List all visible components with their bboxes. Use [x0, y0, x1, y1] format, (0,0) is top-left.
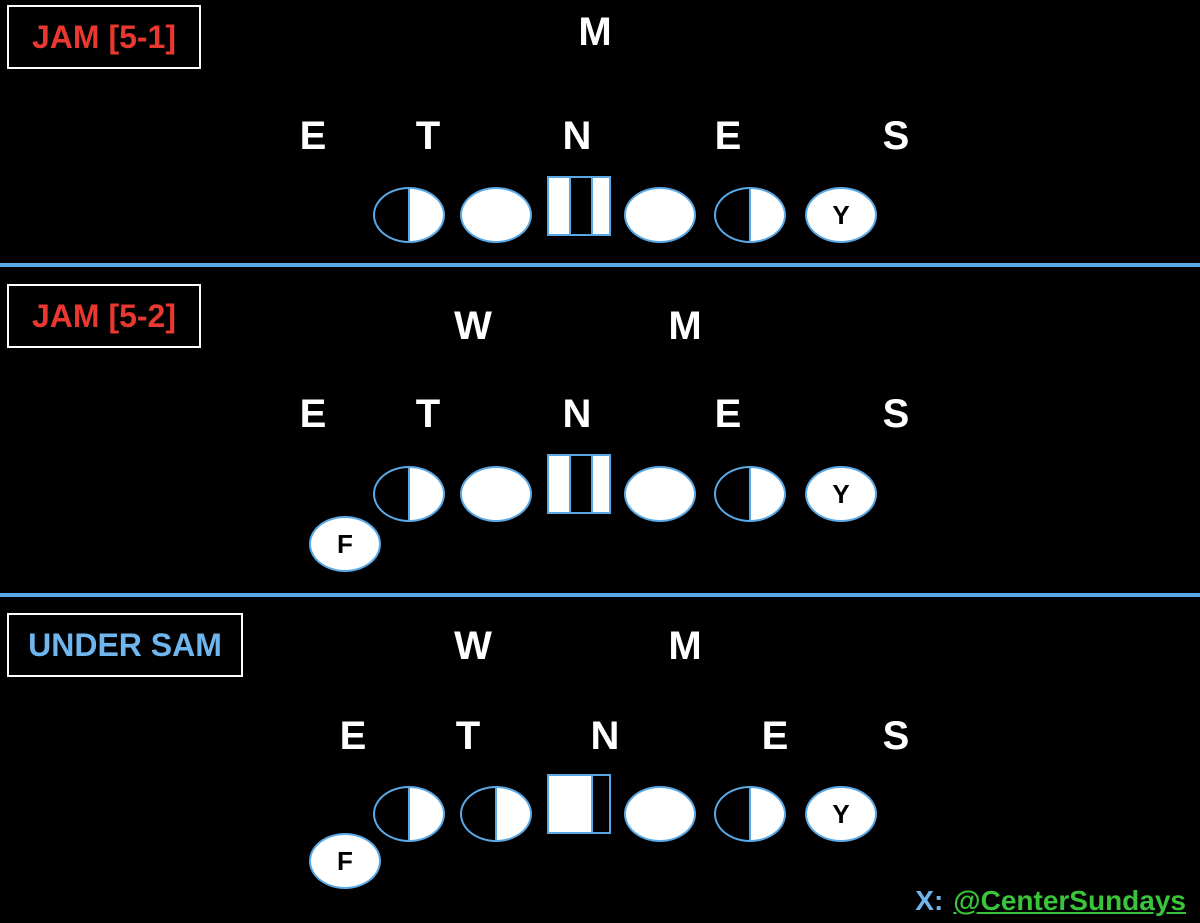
center-player [547, 774, 611, 834]
front-label-s: S [882, 392, 910, 436]
left-tackle-shaded [373, 187, 445, 243]
front-label-t: T [415, 392, 441, 436]
formation-panel-jam-5-2: JAM [5-2] W M E T N E S Y F [7, 284, 910, 572]
front-label-n: N [562, 114, 592, 158]
front-label-e-weak: E [339, 714, 367, 758]
left-guard [460, 187, 532, 243]
front-label-e-weak: E [299, 114, 327, 158]
linebacker-m: M [668, 304, 702, 348]
front-label-e-strong: E [761, 714, 789, 758]
tight-end-y: Y [805, 786, 877, 842]
x-platform-label: X: [915, 885, 944, 916]
center-player [547, 176, 611, 236]
front-label-e-strong: E [714, 114, 742, 158]
front-label-n: N [562, 392, 592, 436]
front-label-t: T [415, 114, 441, 158]
author-credit: X: @CenterSundays [915, 885, 1186, 917]
front-label-n: N [590, 714, 620, 758]
front-label-s: S [882, 114, 910, 158]
fullback-f: F [309, 833, 381, 889]
linebacker-w: W [454, 304, 492, 348]
section-divider [0, 593, 1200, 597]
front-label-s: S [882, 714, 910, 758]
right-tackle-shaded [714, 786, 786, 842]
author-handle-link[interactable]: @CenterSundays [953, 885, 1186, 916]
tight-end-y: Y [805, 187, 877, 243]
formation-title: JAM [5-1] [7, 5, 201, 69]
right-tackle-shaded [714, 466, 786, 522]
fullback-f: F [309, 516, 381, 572]
center-player [547, 454, 611, 514]
right-guard [624, 786, 696, 842]
left-guard-shaded [460, 786, 532, 842]
front-label-e-weak: E [299, 392, 327, 436]
formation-panel-jam-5-1: JAM [5-1] M E T N E S Y [0, 0, 1200, 264]
right-tackle-shaded [714, 187, 786, 243]
formation-title: JAM [5-2] [7, 284, 201, 348]
right-guard [624, 466, 696, 522]
front-label-t: T [455, 714, 481, 758]
tight-end-y: Y [805, 466, 877, 522]
left-tackle-shaded [373, 786, 445, 842]
front-label-e-strong: E [714, 392, 742, 436]
linebacker-m: M [668, 624, 702, 668]
section-divider [0, 263, 1200, 267]
linebacker-w: W [454, 624, 492, 668]
left-guard [460, 466, 532, 522]
right-guard [624, 187, 696, 243]
formation-title: UNDER SAM [7, 613, 243, 677]
linebacker-m: M [578, 10, 612, 54]
left-tackle-shaded [373, 466, 445, 522]
